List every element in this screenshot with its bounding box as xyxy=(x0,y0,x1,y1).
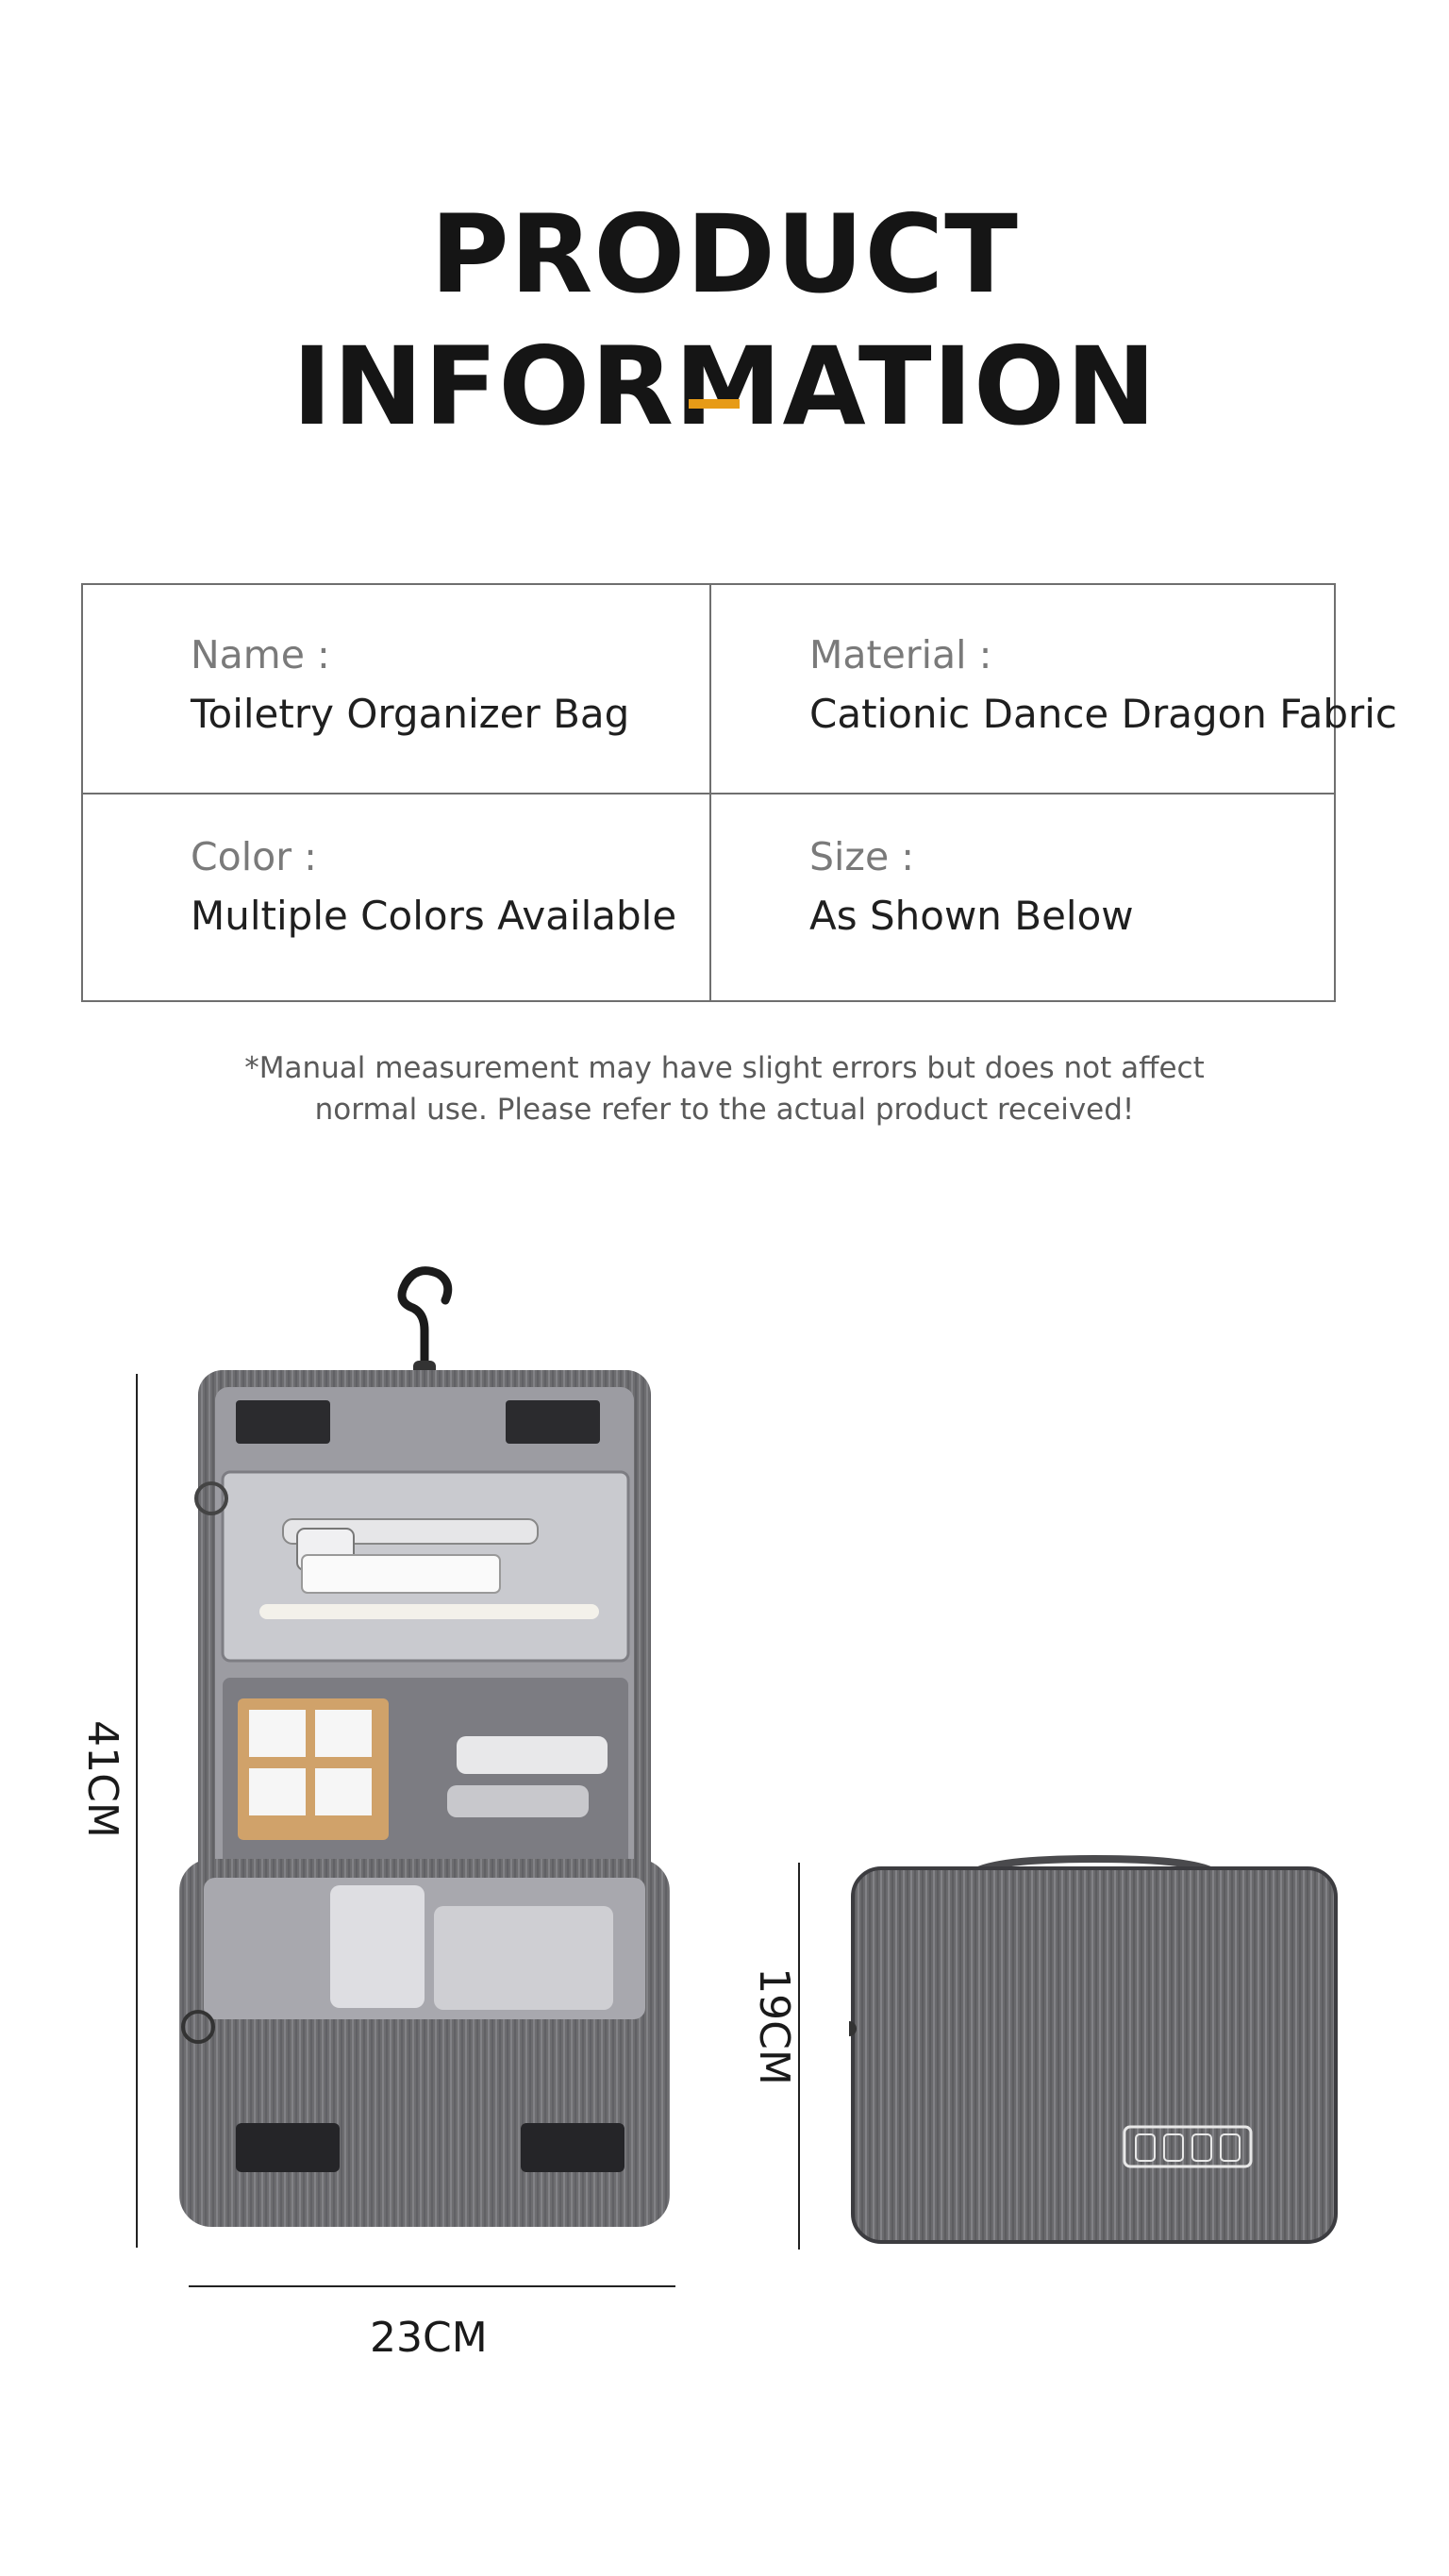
size-value: As Shown Below xyxy=(809,893,1134,939)
color-label: Color : xyxy=(191,834,317,879)
material-value: Cationic Dance Dragon Fabric xyxy=(809,691,1398,737)
name-label: Name : xyxy=(191,632,330,677)
name-value: Toiletry Organizer Bag xyxy=(191,691,630,737)
material-label: Material : xyxy=(809,632,992,677)
open-height-line xyxy=(136,1374,138,2248)
title-accent-bar xyxy=(689,399,740,409)
info-table: Name : Toiletry Organizer Bag Material :… xyxy=(81,583,1397,1002)
width-line xyxy=(189,2285,675,2287)
closed-height-label: 19CM xyxy=(749,1967,798,2085)
closed-bag-image xyxy=(849,1854,1338,2244)
info-cell-material: Material : Cationic Dance Dragon Fabric xyxy=(809,630,1397,740)
open-height-label: 41CM xyxy=(77,1720,126,1838)
size-label: Size : xyxy=(809,834,915,879)
color-value: Multiple Colors Available xyxy=(191,893,677,939)
note-line-1: *Manual measurement may have slight erro… xyxy=(244,1051,1205,1085)
note-line-2: normal use. Please refer to the actual p… xyxy=(314,1093,1135,1127)
info-cell-name: Name : Toiletry Organizer Bag xyxy=(191,630,629,740)
width-label: 23CM xyxy=(370,2314,488,2362)
info-cell-size: Size : As Shown Below xyxy=(809,832,1134,942)
measurement-note: *Manual measurement may have slight erro… xyxy=(0,1047,1449,1130)
open-bag-image xyxy=(179,1266,670,2227)
info-cell-color: Color : Multiple Colors Available xyxy=(191,832,676,942)
page-title: PRODUCT INFORMATION xyxy=(291,192,1158,449)
table-divider-horizontal xyxy=(83,793,1334,795)
closed-height-line xyxy=(798,1863,800,2250)
